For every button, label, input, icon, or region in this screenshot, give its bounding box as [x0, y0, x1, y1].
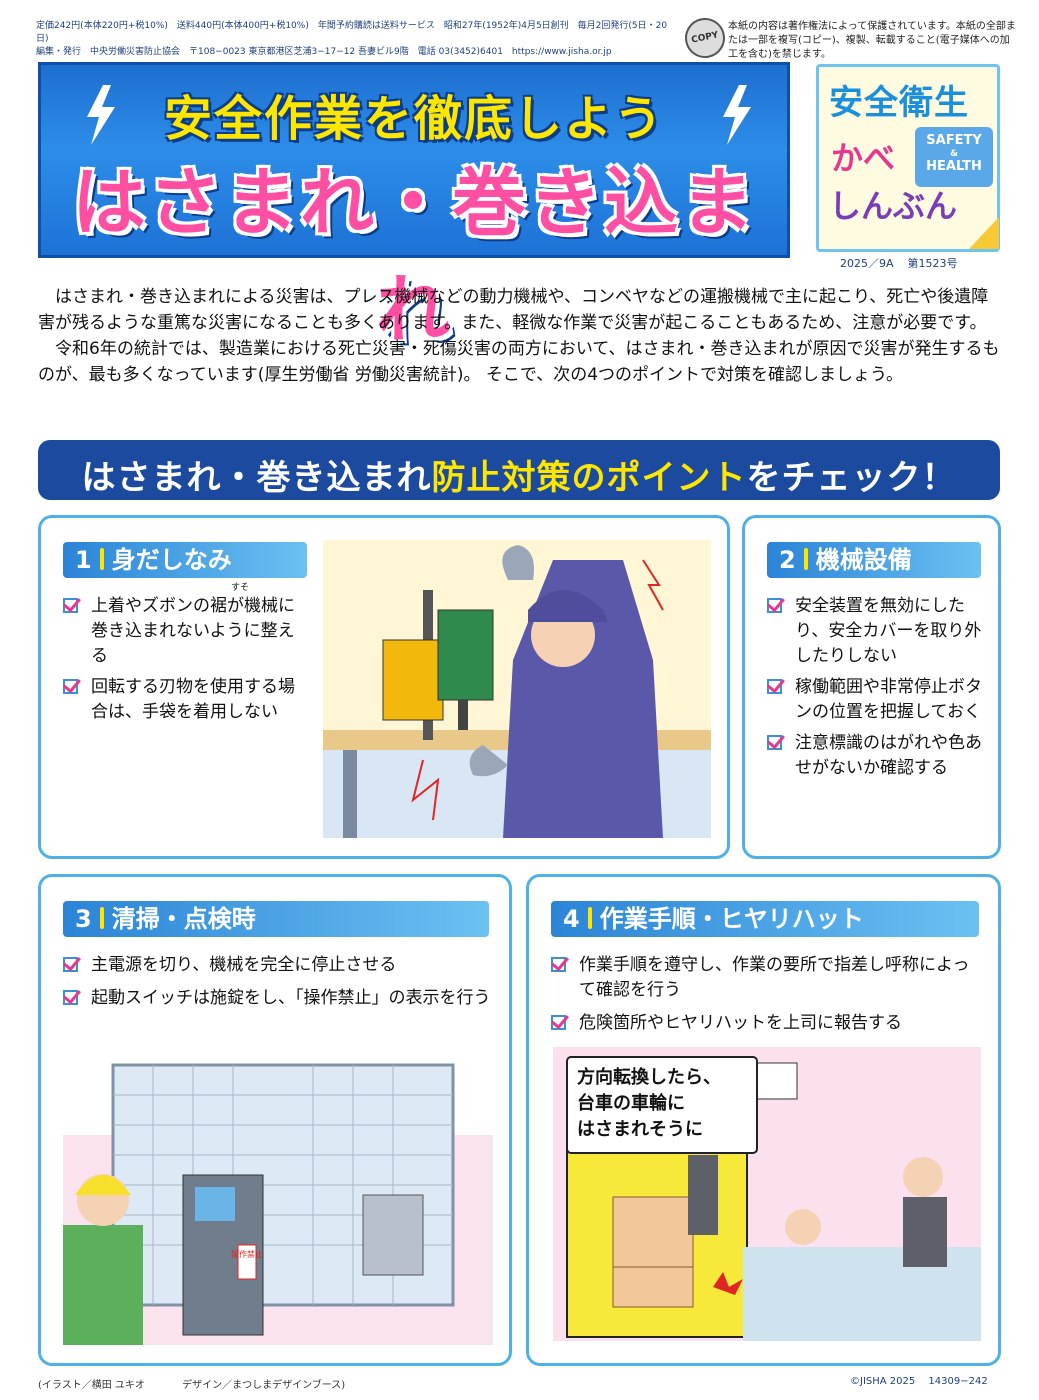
- logo-title: 安全衛生: [829, 83, 969, 123]
- panel-number: 1: [75, 546, 92, 574]
- title-separator: [99, 548, 104, 570]
- checklist-item: 危険箇所やヒヤリハットを上司に報告する: [551, 1011, 983, 1036]
- lightning-icon: [723, 85, 751, 145]
- panel-machinery: 2 機械設備 安全装置を無効にしたり、安全カバーを取り外したりしない 稼働範囲や非…: [742, 515, 1001, 859]
- issue-info: 2025／9A 第1523号: [840, 255, 972, 271]
- checklist-1: 上着やズボンの裾が機械に巻き込まれないように整える 回転する刃物を使用する場合は…: [63, 594, 311, 725]
- checkpoint-banner: はさまれ・巻き込まれ防止対策のポイントをチェック！: [38, 440, 1000, 500]
- panel-cleaning-inspection: 3 清掃・点検時 主電源を切り、機械を完全に停止させる 起動スイッチは施錠をし、「…: [38, 874, 512, 1366]
- copyright: ©JISHA 2025: [850, 1376, 916, 1387]
- panel-title-3: 3 清掃・点検時: [63, 901, 489, 937]
- no-copy-icon: COPY: [681, 14, 729, 62]
- badge-ampersand: &: [950, 149, 958, 159]
- badge-health: HEALTH: [926, 159, 982, 174]
- bubble-line-1: 方向転換したら、: [577, 1066, 721, 1088]
- title-separator: [803, 548, 808, 570]
- checklist-4: 作業手順を遵守し、作業の要所で指差し呼称によって確認を行う 危険箇所やヒヤリハッ…: [551, 953, 983, 1036]
- panel-title-1: 1 身だしなみ: [63, 542, 307, 578]
- title-separator: [99, 907, 104, 929]
- checklist-item: 安全装置を無効にしたり、安全カバーを取り外したりしない: [767, 594, 987, 669]
- intro-paragraph-1: はさまれ・巻き込まれによる災害は、プレス機械などの動力機械や、コンベヤなどの運搬…: [38, 287, 989, 333]
- panel-number: 3: [75, 905, 92, 933]
- panel-title-4: 4 作業手順・ヒヤリハット: [551, 901, 979, 937]
- checkbox-icon: [63, 957, 78, 972]
- no-copy-label: COPY: [690, 30, 720, 46]
- panel-title-2: 2 機械設備: [767, 542, 981, 578]
- checkpoint-pre: はさまれ・巻き込まれ: [81, 458, 432, 498]
- checkbox-icon: [767, 735, 782, 750]
- panel-title-text: 清掃・点検時: [111, 905, 256, 933]
- logo-kabe: かべ: [831, 139, 896, 177]
- footer-credits: (イラスト／横田 ユキオ デザイン／まつしまデザインブース): [38, 1376, 345, 1391]
- page-title: はさまれ・巻き込まれ: [72, 160, 756, 353]
- wall-newspaper-logo: 安全衛生 かべ しんぶん SAFETY & HEALTH: [816, 64, 1000, 252]
- checklist-item-text: 注意標識のはがれや色あせがないか確認する: [795, 733, 982, 778]
- bubble-line-3: はさまれそうに: [577, 1119, 703, 1140]
- ruby-text: すそ: [231, 583, 250, 593]
- issue-number: 第1523号: [907, 257, 958, 270]
- title-separator: [587, 907, 592, 929]
- checkbox-icon: [767, 598, 782, 613]
- checkpoint-post: をチェック！: [746, 458, 957, 498]
- checkbox-icon: [63, 679, 78, 694]
- checkpoint-heading: はさまれ・巻き込まれ防止対策のポイントをチェック！: [38, 450, 1000, 499]
- checklist-item: 稼働範囲や非常停止ボタンの位置を把握しておく: [767, 675, 987, 725]
- publication-price-line: 定価242円(本体220円+税10%) 送料440円(本体400円+税10%) …: [36, 21, 668, 44]
- no-operation-sign: 操作禁止: [231, 1249, 263, 1259]
- issue-date: 2025／9A: [840, 257, 894, 270]
- intro-text: はさまれ・巻き込まれによる災害は、プレス機械などの動力機械や、コンベヤなどの運搬…: [38, 284, 1003, 388]
- checklist-item-text: 回転する刃物を使用する場合は、手袋を着用しない: [91, 677, 295, 722]
- panel-number: 4: [563, 905, 580, 933]
- checkbox-icon: [551, 957, 566, 972]
- lightning-icon: [87, 85, 115, 145]
- bubble-line-2: 台車の車輪に: [577, 1092, 685, 1114]
- design-credit: デザイン／まつしまデザインブース): [182, 1380, 346, 1391]
- checklist-item: 主電源を切り、機械を完全に停止させる: [63, 953, 503, 978]
- illustration-credit: (イラスト／横田 ユキオ: [38, 1380, 145, 1391]
- checklist-item: 作業手順を遵守し、作業の要所で指差し呼称によって確認を行う: [551, 953, 983, 1003]
- panel-grooming: 1 身だしなみ 上着やズボンの裾が機械に巻き込まれないように整える 回転する刃物を…: [38, 515, 730, 859]
- checkpoint-highlight: 防止対策のポイント: [431, 458, 747, 498]
- checklist-item: 注意標識のはがれや色あせがないか確認する: [767, 731, 987, 781]
- checklist-item-text: 危険箇所やヒヤリハットを上司に報告する: [579, 1013, 902, 1033]
- drill-press-illustration: [323, 540, 711, 838]
- publication-info: 定価242円(本体220円+税10%) 送料440円(本体400円+税10%) …: [36, 20, 676, 59]
- checklist-3: 主電源を切り、機械を完全に停止させる 起動スイッチは施錠をし、「操作禁止」の表示…: [63, 953, 503, 1011]
- footer-right: ©JISHA 2025 14309−242: [850, 1376, 988, 1387]
- checklist-item: 上着やズボンの裾が機械に巻き込まれないように整える: [63, 594, 311, 669]
- panel-title-text: 身だしなみ: [111, 546, 232, 574]
- checklist-item: 起動スイッチは施錠をし、「操作禁止」の表示を行う: [63, 986, 503, 1011]
- intro-paragraph-2: 令和6年の統計では、製造業における死亡災害・死傷災害の両方において、はさまれ・巻…: [38, 339, 1000, 385]
- checkbox-icon: [63, 990, 78, 1005]
- page-subtitle: 安全作業を徹底しよう: [163, 91, 664, 147]
- checkbox-icon: [63, 598, 78, 613]
- publication-publisher-line: 編集・発行 中央労働災害防止協会 〒108−0023 東京都港区芝浦3−17−1…: [36, 47, 612, 57]
- badge-safety: SAFETY: [926, 133, 982, 148]
- checklist-item-text: 作業手順を遵守し、作業の要所で指差し呼称によって確認を行う: [579, 955, 970, 1000]
- page-curl-icon: [969, 217, 999, 249]
- panel-number: 2: [779, 546, 796, 574]
- checklist-item-text: 上着やズボンの裾が機械に巻き込まれないように整える: [91, 596, 295, 666]
- cart-near-miss-illustration: 方向転換したら、 台車の車輪に はさまれそうに: [553, 1047, 981, 1341]
- panel-title-text: 作業手順・ヒヤリハット: [599, 905, 864, 933]
- checklist-item-text: 稼働範囲や非常停止ボタンの位置を把握しておく: [795, 677, 982, 722]
- checklist-item-text: 安全装置を無効にしたり、安全カバーを取り外したりしない: [795, 596, 982, 666]
- checklist-item-text: 主電源を切り、機械を完全に停止させる: [91, 955, 397, 975]
- panel-title-text: 機械設備: [815, 546, 912, 574]
- checklist-item: 回転する刃物を使用する場合は、手袋を着用しない: [63, 675, 311, 725]
- copyright-notice: 本紙の内容は著作権法によって保護されています。本紙の全部または一部を複写(コピー…: [728, 21, 1016, 60]
- logo-shinbun: しんぶん: [829, 187, 958, 225]
- checklist-2: 安全装置を無効にしたり、安全カバーを取り外したりしない 稼働範囲や非常停止ボタン…: [767, 594, 987, 781]
- panel-procedures-near-miss: 4 作業手順・ヒヤリハット 作業手順を遵守し、作業の要所で指差し呼称によって確認を…: [526, 874, 1001, 1366]
- product-code: 14309−242: [928, 1376, 988, 1387]
- checklist-item-text: 起動スイッチは施錠をし、「操作禁止」の表示を行う: [91, 988, 491, 1008]
- safety-health-badge: SAFETY & HEALTH: [915, 127, 993, 187]
- checkbox-icon: [767, 679, 782, 694]
- checkbox-icon: [551, 1015, 566, 1030]
- safety-fence-illustration: 操作禁止: [63, 1025, 493, 1345]
- title-banner: 安全作業を徹底しよう はさまれ・巻き込まれ: [38, 62, 790, 353]
